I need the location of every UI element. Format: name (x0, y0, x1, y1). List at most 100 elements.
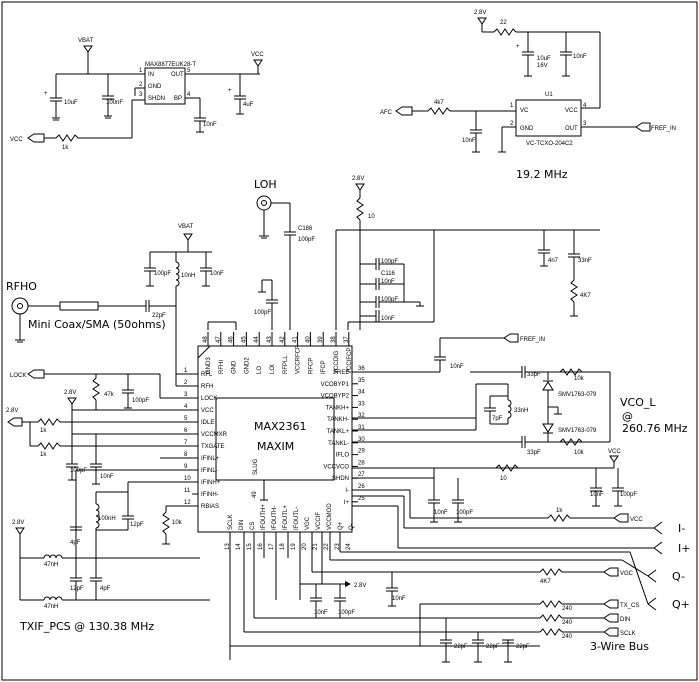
pin-label-right: VCOBYP1 (321, 382, 350, 388)
vbat-label-reg: VBAT (78, 38, 94, 44)
r10b-label: 10 (500, 476, 507, 482)
ic-pins-bottom: SCLK13DIN14CS15IFOUTH+16IFOUTH-17IFOUTL+… (225, 503, 355, 550)
pin-label-right: I+ (344, 500, 350, 506)
c4p-b: 4pF (100, 586, 111, 592)
pin-number: 19 (291, 543, 297, 550)
pin-number: 4 (184, 404, 188, 410)
svg-text:SHDN: SHDN (148, 96, 165, 102)
c10n-e: 10nF (590, 492, 604, 498)
vcc-in-label: VCC (10, 137, 23, 143)
left-network: LOCK 47k 100pF 2.8V 2.8V 1k 1k 100pF (6, 369, 198, 485)
svg-text:IN: IN (148, 72, 154, 78)
pin-number: 30 (358, 437, 365, 443)
pin-label-left: RFL (201, 372, 213, 378)
pin-label-bottom: DIN (239, 520, 245, 530)
q-plus-label: Q+ (672, 598, 690, 611)
pin-number: 39 (318, 336, 324, 343)
rfho-label: RFHO (6, 280, 37, 293)
ic-slug: SLUG (253, 458, 259, 475)
svg-text:3: 3 (139, 92, 143, 98)
pin-number: 20 (302, 543, 308, 550)
pin-number: 5 (184, 416, 188, 422)
loh-connector: LOH C186 100pF (254, 178, 315, 330)
pin-number: 6 (184, 428, 188, 434)
pin-number: 22 (324, 543, 330, 550)
r4k7c-label: 4K7 (540, 579, 551, 585)
fref-in-label: FREF_IN (520, 337, 545, 343)
c22p-c: 22pF (516, 644, 530, 650)
r10k-c: 10k (172, 520, 183, 526)
c33n-label: 33nF (578, 258, 592, 264)
regulator-block: VBAT + 10uF 100nF MAX8877EUK28-T IN GND … (10, 38, 264, 151)
pin-number: 27 (358, 472, 365, 478)
c12p-a: 12pF (130, 522, 144, 528)
svg-text:49: 49 (252, 491, 258, 498)
c22p-b: 22pF (486, 644, 500, 650)
vco-l-label: VCO_L (620, 396, 656, 409)
ic-pins-top: GND348RFHI47GND46GND245LO44LOI43RFPLL42V… (203, 332, 353, 374)
pin-label-bottom: SCLK (228, 514, 234, 530)
c100p-g: 100pF (70, 468, 87, 474)
diode2-label: SMV1763-079 (558, 428, 597, 434)
svg-text:OUT: OUT (171, 72, 184, 78)
c100p-a: 100pF (154, 271, 171, 277)
pin-label-top: IFCP (321, 360, 327, 374)
pin-number: 41 (293, 336, 299, 343)
c33p-b: 33pF (527, 450, 541, 456)
c10n-b: 10nF (381, 279, 395, 285)
pin-label-right: VCOBYP2 (321, 394, 350, 400)
regulator-ic (144, 67, 186, 105)
l10n-label: 10nH (181, 273, 195, 279)
rfho-connector: RFHO 22pF Mini Coax/SMA (50ohms) (6, 280, 176, 343)
q-minus-label: Q- (672, 570, 685, 583)
reg-r-1k: 1k (62, 145, 69, 151)
c100p-lock: 100pF (132, 398, 149, 404)
pin-number: 47 (216, 336, 222, 343)
c100p-b: 100pF (254, 310, 271, 316)
pin-label-left: RBIAS (201, 504, 219, 510)
pin-label-bottom: IFOUTL- (294, 507, 300, 530)
pin-label-right: TANKL+ (327, 429, 350, 435)
pin-label-right: TANKH- (327, 417, 349, 423)
pin-number: 42 (280, 336, 286, 343)
pin-label-left: IFINL- (201, 468, 218, 474)
wire3-label: 3-Wire Bus (590, 640, 649, 653)
vco-tank: 10nF FREF_IN 33pF 33pF 10k 10k SMV1763-0… (352, 333, 688, 456)
pin-number: 15 (247, 543, 253, 550)
pin-label-bottom: Q+ (338, 521, 344, 530)
pin-label-left: IDLE (201, 420, 214, 426)
r10-label: 10 (368, 214, 375, 220)
tcxo-supply: 2.8V (474, 10, 486, 16)
svg-text:OUT: OUT (565, 126, 578, 132)
l33n-label: 33nH (514, 408, 528, 414)
c10n-d: 10nF (434, 510, 448, 516)
pin-number: 7 (184, 440, 188, 446)
pin-label-top: GND2 (244, 357, 250, 374)
c186-label: C186 (298, 226, 313, 232)
pin-label-top: GND3 (206, 357, 212, 374)
pin-label-top: VCCIFCP (347, 348, 353, 374)
afc-label: AFC (380, 110, 393, 116)
tx-cs-label: TX_CS (620, 603, 639, 609)
pin-label-right: SHDN (332, 476, 349, 482)
pin-number: 32 (358, 413, 365, 419)
svg-text:2: 2 (139, 82, 143, 88)
c116-label: C116 (381, 271, 396, 277)
pin-number: 21 (313, 543, 319, 550)
pin-number: 36 (358, 366, 365, 372)
pin-number: 26 (358, 484, 365, 490)
r4k7b-label: 4K7 (580, 293, 591, 299)
l47n-b: 47nH (44, 604, 58, 610)
pin-number: 43 (267, 336, 273, 343)
pin-label-bottom: VGC (305, 516, 311, 530)
c10n-a: 10nF (210, 271, 224, 277)
pin-label-bottom: Q- (349, 523, 355, 530)
pin-number: 31 (358, 425, 365, 431)
i-plus-label: I+ (678, 542, 690, 555)
svg-text:VGC: VGC (620, 571, 634, 577)
pin-label-left: VCC (201, 408, 214, 414)
top-grounds: 100pF (207, 279, 278, 330)
svg-text:+: + (516, 44, 520, 50)
